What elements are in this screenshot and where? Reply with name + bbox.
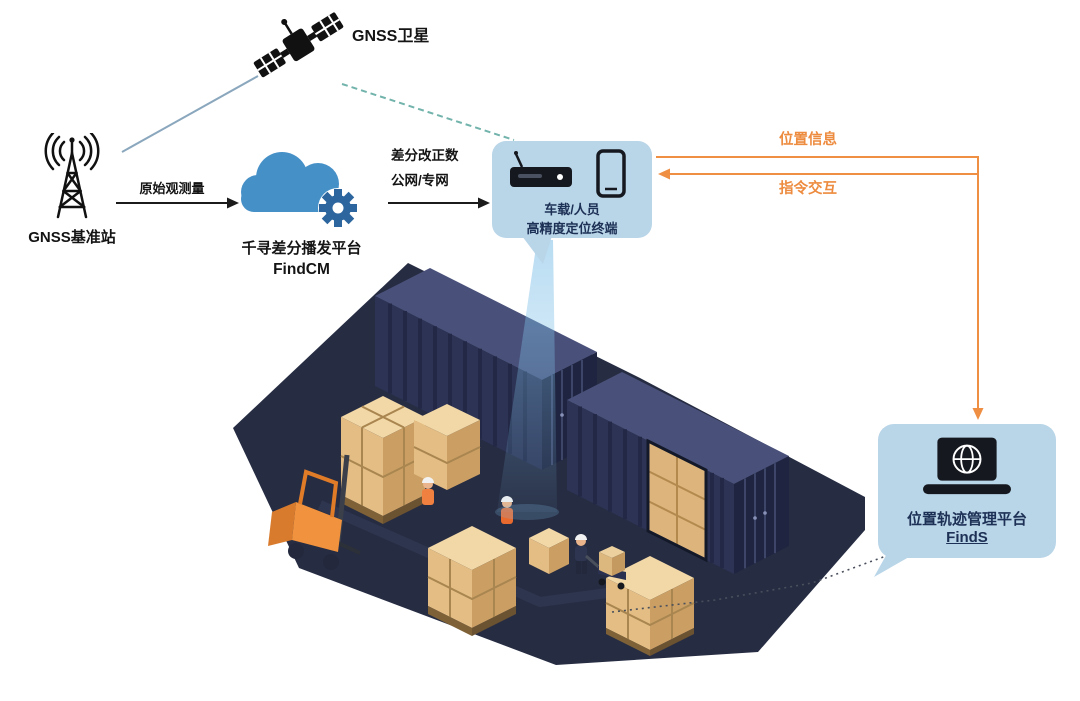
cloud-gear-icon bbox=[241, 152, 358, 228]
track-dotted-line bbox=[611, 555, 887, 613]
positioning-beam bbox=[497, 240, 557, 512]
cloud-platform-product: FindCM bbox=[273, 261, 330, 278]
radio-tower-icon bbox=[44, 133, 100, 219]
terminal-label-line1: 车载/人员 bbox=[544, 202, 600, 217]
edge-diff-correction bbox=[388, 197, 490, 209]
worker-with-pallet-jack bbox=[575, 534, 626, 590]
terminal-icons bbox=[510, 149, 626, 198]
satellite-base-link bbox=[121, 75, 259, 153]
worker bbox=[422, 477, 434, 518]
container-2 bbox=[567, 372, 789, 574]
terminal-node: 车载/人员 高精度定位终端 bbox=[492, 141, 652, 238]
base-station-label: GNSS基准站 bbox=[28, 229, 116, 246]
satellite-icon bbox=[253, 12, 344, 78]
gear-icon bbox=[318, 188, 358, 228]
container-ribs bbox=[388, 303, 527, 462]
terminal-callout-tail bbox=[522, 236, 552, 264]
raw-observation-label: 原始观测量 bbox=[139, 181, 205, 196]
laptop-globe-icon bbox=[923, 437, 1011, 495]
diff-correction-label-2: 公网/专网 bbox=[391, 173, 449, 188]
edge-raw-observation bbox=[116, 197, 239, 209]
edge-command-interaction bbox=[658, 168, 978, 180]
management-platform-node: 位置轨迹管理平台 FindS bbox=[878, 424, 1056, 558]
edge-position-info bbox=[656, 156, 984, 420]
pallet-stack bbox=[413, 404, 481, 490]
management-platform-product: FindS bbox=[946, 529, 988, 546]
satellite-terminal-link bbox=[341, 83, 515, 141]
small-crate bbox=[529, 528, 569, 574]
terminal-label-line2: 高精度定位终端 bbox=[526, 221, 618, 236]
beam-glow bbox=[495, 504, 559, 520]
forklift bbox=[268, 454, 361, 570]
management-platform-name: 位置轨迹管理平台 bbox=[906, 511, 1027, 528]
command-interaction-label: 指令交互 bbox=[779, 181, 837, 197]
position-info-label: 位置信息 bbox=[779, 132, 837, 148]
pallet-stack bbox=[427, 526, 517, 636]
globe-icon bbox=[952, 444, 982, 474]
container-ribs bbox=[578, 406, 724, 568]
pallet-stack bbox=[340, 396, 426, 524]
smartphone-icon bbox=[596, 149, 626, 198]
cloud-platform-name: 千寻差分播发平台 bbox=[241, 240, 362, 257]
telematics-box-icon bbox=[510, 151, 572, 187]
satellite-label: GNSS卫星 bbox=[352, 28, 430, 45]
pallet-stack bbox=[605, 556, 695, 656]
diff-correction-label-1: 差分改正数 bbox=[391, 148, 459, 163]
